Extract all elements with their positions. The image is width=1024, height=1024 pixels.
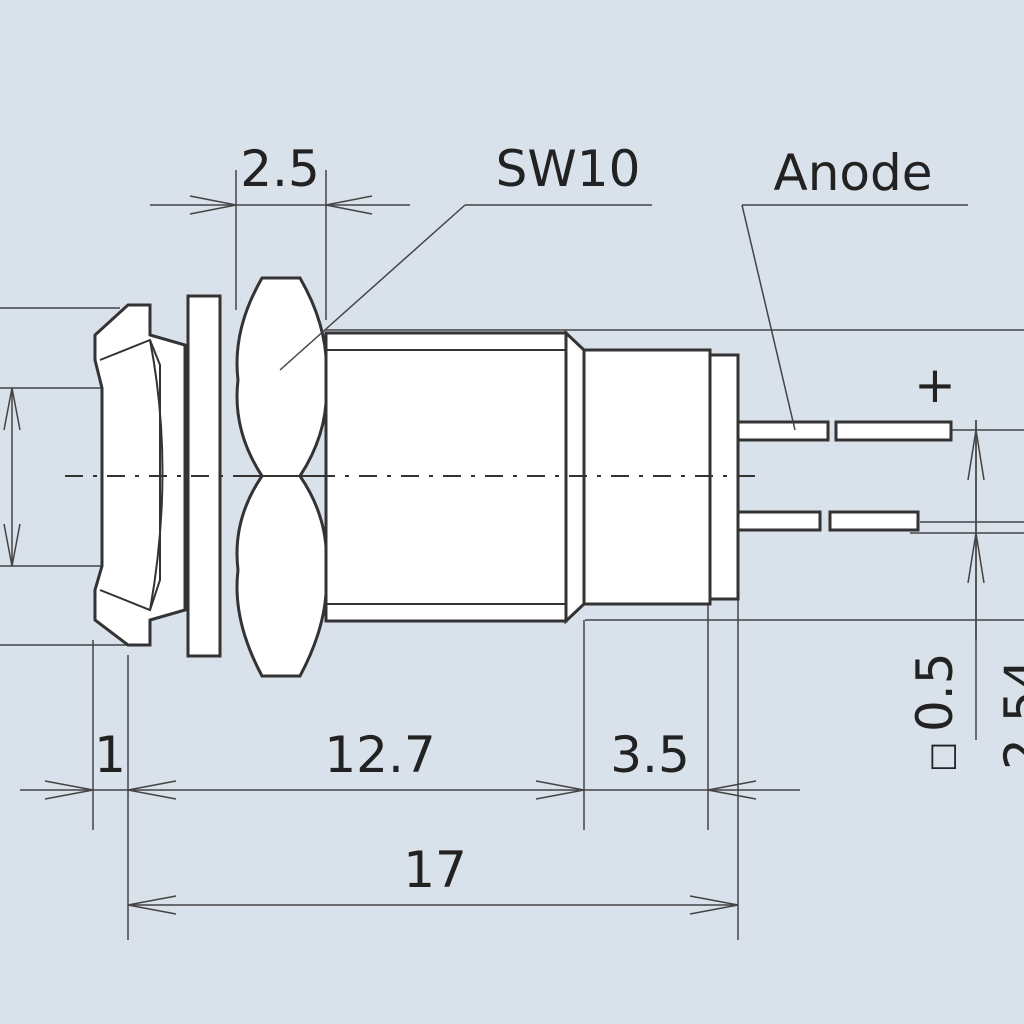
flange-label: 1	[94, 726, 126, 784]
front-bezel	[93, 303, 187, 647]
pin-pitch-label: 2.54	[994, 659, 1024, 770]
anode-pin	[736, 420, 830, 442]
wrench-size-label: SW10	[496, 140, 641, 198]
hex-width-label: 2.5	[240, 140, 320, 198]
anode-label: Anode	[774, 144, 933, 202]
dimension-lines	[3, 195, 985, 915]
pin-square-symbol: □	[922, 742, 960, 772]
rear-sleeve	[582, 348, 712, 606]
total-length-label: 17	[403, 841, 467, 899]
leader-lines	[279, 204, 968, 431]
pin-square-label: 0.5	[906, 652, 964, 732]
plus-sign: +	[914, 356, 956, 414]
rear-length-label: 3.5	[610, 726, 690, 784]
cathode-pin	[736, 510, 822, 532]
body-length-label: 12.7	[324, 726, 435, 784]
led-holder-body	[93, 276, 953, 678]
